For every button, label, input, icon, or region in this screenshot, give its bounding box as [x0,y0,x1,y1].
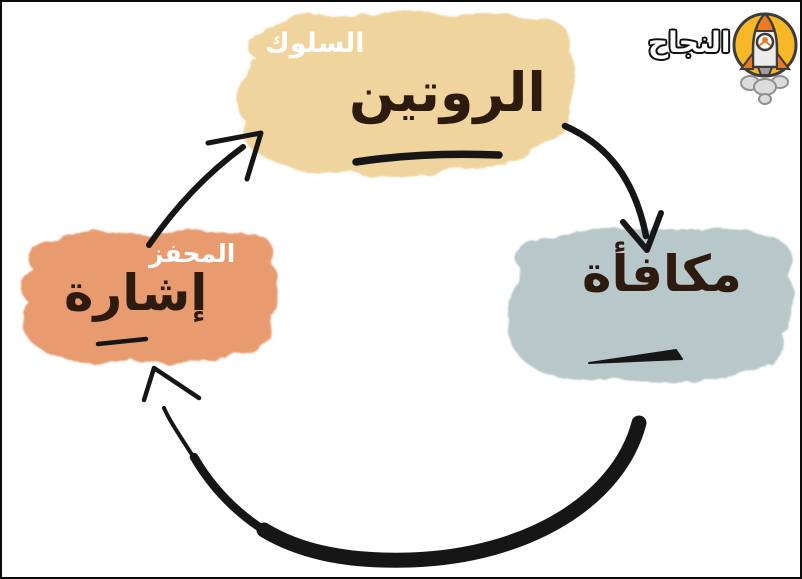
arrow-reward-to-cue-arc-mid [189,452,275,539]
arrow-routine-to-reward [561,122,650,240]
arrow-reward-to-cue-head [141,365,202,403]
reward-label: مكافأة [582,245,742,303]
routine-underline [352,150,503,166]
logo-wordmark: النجاح [648,26,731,59]
arrow-cue-to-routine-head [205,130,264,182]
arrow-routine-to-reward-head [620,210,664,253]
rocket-nozzle [756,66,774,76]
routine-label: الروتين [349,61,546,124]
routine-blob [235,11,577,178]
cue-label: إشارة [64,264,208,322]
arrow-reward-to-cue-arc-thin [162,406,200,466]
cue-blob [20,230,279,364]
rocket-smoke [740,75,789,105]
reward-underline [588,349,683,364]
rocket-fin-left [739,50,754,70]
reward-blob [507,227,795,383]
arrow-cue-to-routine [146,144,246,248]
cue-underline [95,336,149,347]
rocket-icon [732,12,798,105]
rocket-window-figure-arms [759,39,771,46]
routine-category-label: السلوك [265,28,365,59]
rocket-fin-right [776,50,791,70]
rocket-nose [754,12,776,32]
cue-category-label: المحفز [149,239,236,268]
arrow-reward-to-cue-arc [256,415,647,568]
